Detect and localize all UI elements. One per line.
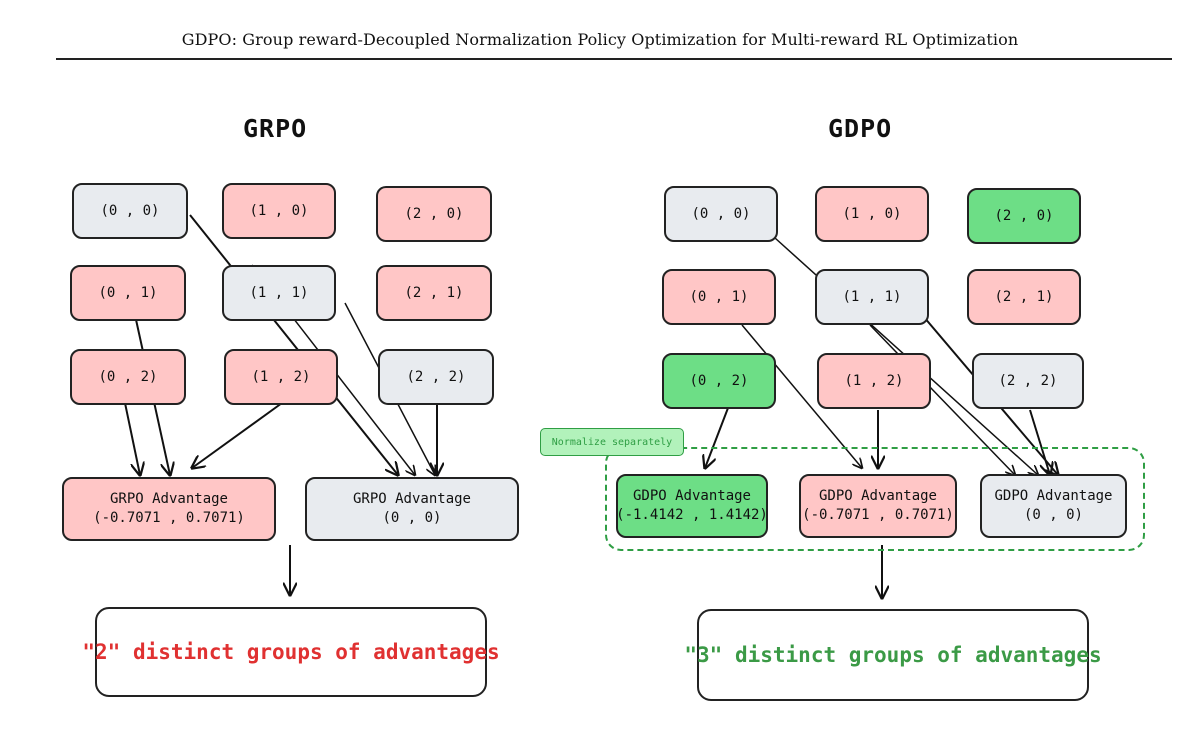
gdpo-arrow-11: [869, 324, 1015, 475]
normalize-separately-label: Normalize separately: [540, 428, 684, 456]
gdpo-arrow-01: [741, 324, 862, 468]
gdpo-reward-2-2: (2 , 2): [972, 353, 1084, 409]
gdpo-advantage-2: GDPO Advantage (-0.7071 , 0.7071): [799, 474, 957, 538]
gdpo-reward-0-0: (0 , 0): [664, 186, 778, 242]
grpo-reward-1-0: (1 , 0): [222, 183, 336, 239]
grpo-advantage-1: GRPO Advantage (-0.7071 , 0.7071): [62, 477, 276, 541]
grpo-result: "2" distinct groups of advantages: [82, 607, 500, 697]
gdpo-advantage-1: GDPO Advantage (-1.4142 , 1.4142): [616, 474, 768, 538]
paper-header-title: GDPO: Group reward-Decoupled Normalizati…: [181, 30, 1019, 49]
grpo-advantage-2: GRPO Advantage (0 , 0): [305, 477, 519, 541]
grpo-arrow-02: [124, 402, 140, 475]
gdpo-reward-1-0: (1 , 0): [815, 186, 929, 242]
gdpo-reward-2-0: (2 , 0): [967, 188, 1081, 244]
gdpo-reward-2-1: (2 , 1): [967, 269, 1081, 325]
grpo-reward-2-2: (2 , 2): [378, 349, 494, 405]
grpo-arrow-12: [192, 402, 283, 468]
grpo-reward-1-1: (1 , 1): [222, 265, 336, 321]
grpo-reward-2-1: (2 , 1): [376, 265, 492, 321]
grpo-arrow-00: [189, 214, 398, 475]
grpo-reward-0-1: (0 , 1): [70, 265, 186, 321]
gdpo-arrow-22: [1029, 409, 1050, 475]
grpo-reward-1-2: (1 , 2): [224, 349, 338, 405]
grpo-title: GRPO: [243, 114, 308, 143]
gdpo-reward-1-1: (1 , 1): [815, 269, 929, 325]
normalize-separately-region: [605, 447, 1145, 551]
gdpo-reward-1-2: (1 , 2): [817, 353, 931, 409]
grpo-reward-0-2: (0 , 2): [70, 349, 186, 405]
gdpo-reward-0-2: (0 , 2): [662, 353, 776, 409]
grpo-reward-0-0: (0 , 0): [72, 183, 188, 239]
grpo-reward-2-0: (2 , 0): [376, 186, 492, 242]
gdpo-reward-0-1: (0 , 1): [662, 269, 776, 325]
header-rule: [56, 58, 1172, 60]
gdpo-advantage-3: GDPO Advantage (0 , 0): [980, 474, 1127, 538]
gdpo-title: GDPO: [828, 114, 893, 143]
gdpo-arrow-02: [705, 407, 729, 468]
gdpo-result: "3" distinct groups of advantages: [684, 609, 1102, 701]
